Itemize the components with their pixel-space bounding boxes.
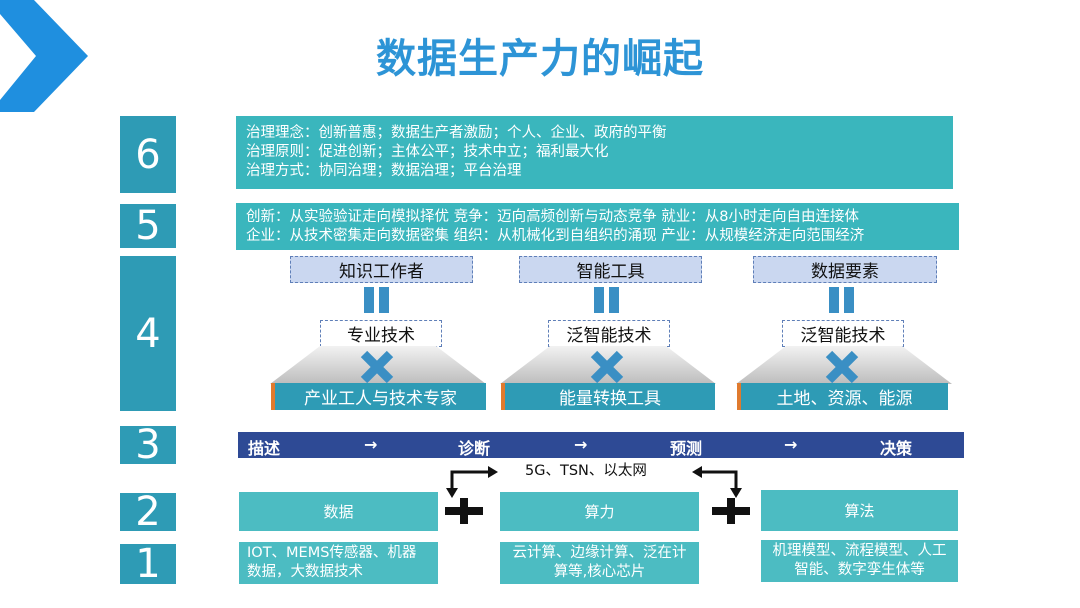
level-4-base-box: 土地、资源、能源 bbox=[737, 383, 948, 410]
level-6-number: 6 bbox=[120, 116, 176, 193]
step-diagnose: 诊断 bbox=[458, 439, 491, 458]
step-arrow-icon: → bbox=[574, 435, 588, 454]
data-tech-box: IOT、MEMS传感器、机器数据，大数据技术 bbox=[239, 542, 438, 584]
network-label: 5G、TSN、以太网 bbox=[525, 463, 647, 479]
level-2-number: 2 bbox=[120, 489, 176, 535]
level-5-number: 5 bbox=[120, 203, 176, 249]
cross-icon bbox=[360, 350, 394, 384]
level-1-number: 1 bbox=[120, 541, 176, 587]
compute-tech-box: 云计算、边缘计算、泛在计算等,核心芯片 bbox=[500, 542, 699, 584]
level-3-number: 3 bbox=[120, 422, 176, 468]
algorithm-tech-box: 机理模型、流程模型、人工智能、数字孪生体等 bbox=[761, 540, 958, 582]
level-5-transform-box: 创新：从实验验证走向模拟择优 竞争：迈向高频创新与动态竞争 就业：从8小时走向自… bbox=[236, 203, 959, 250]
level-6-line: 治理方式：协同治理；数据治理；平台治理 bbox=[246, 163, 522, 179]
double-bar-icon bbox=[829, 287, 855, 313]
page-title: 数据生产力的崛起 bbox=[376, 36, 704, 82]
level-4-top-box: 智能工具 bbox=[519, 256, 702, 283]
right-connector-arrow-icon bbox=[692, 466, 742, 498]
cross-icon bbox=[590, 350, 624, 384]
level-4-mid-box: 泛智能技术 bbox=[782, 320, 904, 347]
compute-box: 算力 bbox=[500, 492, 699, 531]
level-5-line: 企业：从技术密集走向数据密集 组织：从机械化到自组织的涌现 产业：从规模经济走向… bbox=[246, 228, 865, 244]
level-4-top-box: 数据要素 bbox=[753, 256, 937, 283]
level-4-mid-box: 专业技术 bbox=[320, 320, 442, 347]
double-bar-icon bbox=[364, 287, 390, 313]
level-4-base-box: 产业工人与技术专家 bbox=[271, 383, 486, 410]
level-3-process-bar: 描述 → 诊断 → 预测 → 决策 bbox=[238, 432, 964, 458]
double-bar-icon bbox=[594, 287, 620, 313]
plus-icon bbox=[445, 498, 483, 524]
cross-icon bbox=[825, 350, 859, 384]
corner-chevron-icon bbox=[0, 0, 88, 112]
level-6-line: 治理原则：促进创新；主体公平；技术中立；福利最大化 bbox=[246, 144, 609, 160]
step-predict: 预测 bbox=[670, 439, 703, 458]
level-4-top-box: 知识工作者 bbox=[290, 256, 473, 283]
step-arrow-icon: → bbox=[784, 435, 798, 454]
step-decide: 决策 bbox=[880, 439, 913, 458]
algorithm-box: 算法 bbox=[761, 490, 958, 531]
plus-icon bbox=[712, 498, 750, 524]
step-describe: 描述 bbox=[248, 439, 281, 458]
data-box: 数据 bbox=[239, 492, 438, 531]
level-4-base-box: 能量转换工具 bbox=[501, 383, 715, 410]
level-6-governance-box: 治理理念：创新普惠；数据生产者激励；个人、企业、政府的平衡 治理原则：促进创新；… bbox=[236, 116, 953, 189]
level-5-line: 创新：从实验验证走向模拟择优 竞争：迈向高频创新与动态竞争 就业：从8小时走向自… bbox=[246, 209, 859, 225]
level-6-line: 治理理念：创新普惠；数据生产者激励；个人、企业、政府的平衡 bbox=[246, 125, 667, 141]
level-4-mid-box: 泛智能技术 bbox=[548, 320, 670, 347]
level-4-number: 4 bbox=[120, 256, 176, 411]
step-arrow-icon: → bbox=[364, 435, 378, 454]
left-connector-arrow-icon bbox=[446, 466, 498, 498]
